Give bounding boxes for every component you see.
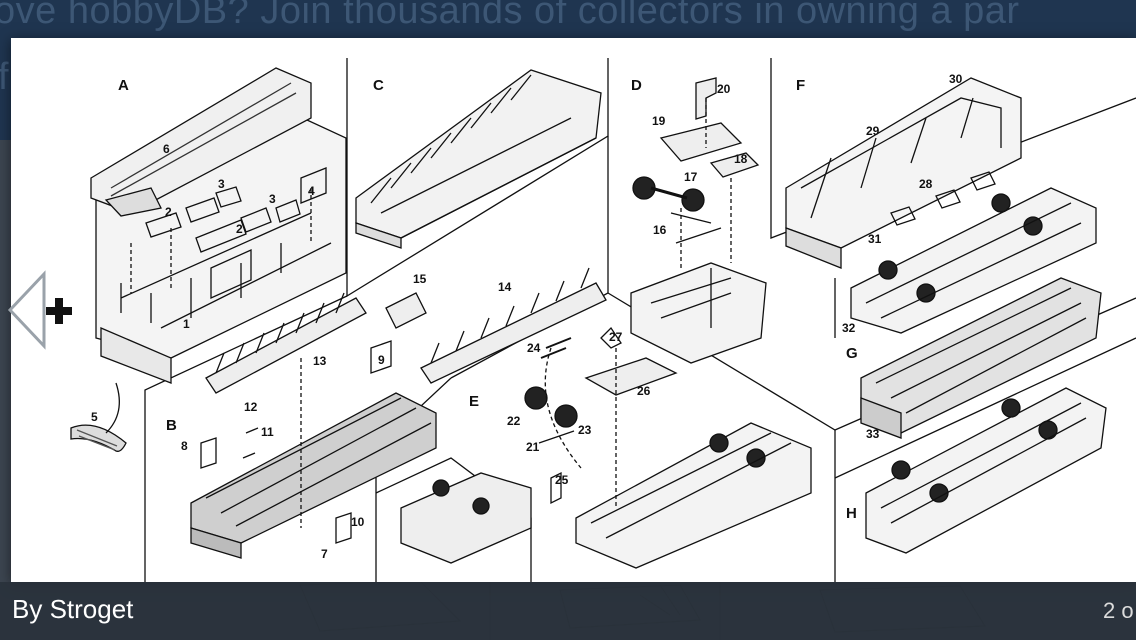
section-label-a: A: [118, 77, 129, 94]
section-label-h: H: [846, 505, 857, 522]
part-number-3: 3: [218, 177, 225, 191]
part-number-7: 7: [321, 547, 328, 561]
part-number-26: 26: [637, 384, 651, 398]
part-number-23: 23: [578, 423, 592, 437]
part-number-27: 27: [609, 330, 623, 344]
part-number-10: 10: [351, 515, 365, 529]
part-number-6: 6: [163, 142, 170, 156]
part-number-2: 2: [165, 205, 172, 219]
part-number-13: 13: [313, 354, 327, 368]
part-number-3b: 3: [269, 192, 276, 206]
part-number-8: 8: [181, 439, 188, 453]
part-number-22: 22: [507, 414, 521, 428]
part-number-18: 18: [734, 152, 748, 166]
section-label-b: B: [166, 417, 177, 434]
section-label-c: C: [373, 77, 384, 94]
plus-icon[interactable]: [44, 296, 74, 326]
part-number-20: 20: [717, 82, 731, 96]
assembly-diagram: A B C D E F G H 1 2 2 3 3 4 5 6 7 8 9 10…: [70, 58, 1136, 582]
section-label-f: F: [796, 77, 805, 94]
part-number-2b: 2: [236, 222, 243, 236]
part-number-24: 24: [527, 341, 541, 355]
caption-bar: [0, 582, 1136, 640]
part-number-15: 15: [413, 272, 427, 286]
author-byline[interactable]: By Stroget: [12, 594, 134, 624]
section-label-e: E: [469, 393, 479, 410]
part-number-28: 28: [919, 177, 933, 191]
part-number-16: 16: [653, 223, 667, 237]
part-number-11: 11: [261, 425, 274, 439]
part-number-31: 31: [868, 232, 882, 246]
promo-banner-text-line2: f: [0, 56, 9, 98]
part-number-17: 17: [684, 170, 698, 184]
part-number-29: 29: [866, 124, 880, 138]
promo-banner-text: ove hobbyDB? Join thousands of collector…: [0, 0, 1020, 32]
image-counter: 2 o: [1103, 598, 1134, 623]
part-number-25: 25: [555, 473, 569, 487]
part-number-19: 19: [652, 114, 666, 128]
section-label-g: G: [846, 345, 858, 362]
section-label-d: D: [631, 77, 642, 94]
part-number-14: 14: [498, 280, 512, 294]
part-number-12: 12: [244, 400, 258, 414]
part-number-9: 9: [378, 353, 385, 367]
part-number-33: 33: [866, 427, 880, 441]
part-number-32: 32: [842, 321, 856, 335]
lightbox-image[interactable]: A B C D E F G H 1 2 2 3 3 4 5 6 7 8 9 10…: [11, 38, 1136, 582]
part-number-5: 5: [91, 410, 98, 424]
chevron-left-icon[interactable]: [4, 268, 56, 352]
part-number-1: 1: [183, 317, 190, 331]
part-number-4: 4: [308, 184, 315, 198]
part-number-21: 21: [526, 440, 540, 454]
part-number-30: 30: [949, 72, 963, 86]
